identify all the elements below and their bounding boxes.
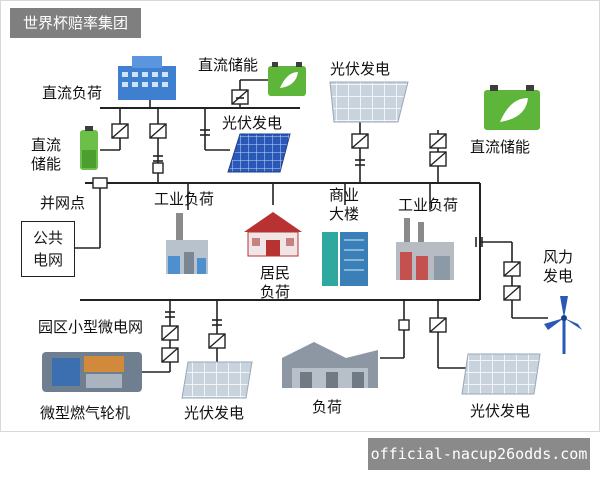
grid-point-breaker bbox=[92, 177, 108, 189]
converter-icon bbox=[503, 261, 521, 277]
switch-icon bbox=[200, 129, 210, 136]
converters bbox=[111, 89, 521, 363]
battery-icon bbox=[484, 85, 540, 130]
switch-icon bbox=[475, 237, 483, 247]
factory-icon bbox=[396, 218, 454, 280]
solar-panel-icon bbox=[329, 81, 409, 123]
breaker-box bbox=[398, 319, 410, 331]
wind-turbine-icon bbox=[544, 296, 582, 354]
label-public-grid-line1: 公共 bbox=[32, 229, 63, 247]
converter-icon bbox=[429, 151, 447, 167]
office-building-icon bbox=[118, 56, 176, 100]
battery-icon bbox=[268, 62, 306, 96]
label-dc-storage-left-line2: 储能 bbox=[30, 155, 61, 173]
solar-panel-icon bbox=[181, 361, 253, 399]
switches bbox=[153, 97, 483, 326]
label-microgrid: 园区小型微电网 bbox=[38, 318, 144, 336]
label-commercial: 商业 大楼 bbox=[318, 186, 370, 224]
label-dc-storage-left-line1: 直流 bbox=[30, 136, 61, 154]
label-dc-storage-left: 直流 储能 bbox=[26, 136, 66, 174]
label-wind-line2: 发电 bbox=[542, 267, 573, 285]
solar-panel-icon bbox=[227, 133, 291, 173]
label-dc-storage-right: 直流储能 bbox=[470, 138, 531, 156]
label-gas-turbine: 微型燃气轮机 bbox=[40, 404, 131, 422]
converter-icon bbox=[161, 325, 179, 341]
label-commercial-line1: 商业 bbox=[328, 186, 359, 204]
switch-icon bbox=[355, 159, 365, 166]
warehouse-icon bbox=[282, 342, 378, 388]
label-grid-point: 并网点 bbox=[40, 194, 86, 212]
label-residential: 居民 负荷 bbox=[250, 264, 300, 302]
converter-icon bbox=[208, 333, 226, 349]
factory-icon bbox=[166, 213, 208, 274]
label-pv-top2: 光伏发电 bbox=[330, 60, 391, 78]
label-industrial-load-1: 工业负荷 bbox=[154, 190, 215, 208]
switch-icon bbox=[153, 155, 163, 162]
solar-panel-icon bbox=[461, 353, 541, 395]
converter-icon bbox=[161, 347, 179, 363]
breaker-box bbox=[152, 162, 164, 174]
label-residential-line1: 居民 bbox=[259, 264, 290, 282]
battery-icon bbox=[80, 126, 98, 170]
converter-icon bbox=[231, 89, 249, 105]
converter-icon bbox=[429, 133, 447, 149]
converter-icon bbox=[351, 133, 369, 149]
label-wind-line1: 风力 bbox=[542, 248, 573, 266]
label-pv-bottom2: 光伏发电 bbox=[470, 402, 531, 420]
public-grid-box: 公共 电网 bbox=[21, 221, 75, 277]
converter-icon bbox=[149, 123, 167, 139]
microgrid-diagram bbox=[42, 56, 582, 399]
label-dc-load: 直流负荷 bbox=[42, 84, 103, 102]
switch-icon bbox=[212, 319, 222, 326]
label-wind: 风力 发电 bbox=[538, 248, 578, 286]
label-public-grid-line2: 电网 bbox=[32, 251, 63, 269]
converter-icon bbox=[429, 317, 447, 333]
gas-turbine-icon bbox=[42, 352, 142, 392]
converter-icon bbox=[503, 285, 521, 301]
label-pv-top1: 光伏发电 bbox=[222, 114, 283, 132]
label-commercial-line2: 大楼 bbox=[328, 205, 359, 223]
label-residential-line2: 负荷 bbox=[259, 283, 290, 301]
label-industrial-load-2: 工业负荷 bbox=[398, 196, 459, 214]
title-banner: 世界杯赔率集团 bbox=[10, 8, 141, 38]
commercial-tower-icon bbox=[322, 232, 368, 286]
label-load-bottom: 负荷 bbox=[312, 398, 343, 416]
house-icon bbox=[244, 212, 302, 257]
label-dc-storage-top: 直流储能 bbox=[198, 56, 259, 74]
switch-icon bbox=[165, 311, 175, 318]
watermark: official-nacup26odds.com bbox=[368, 438, 590, 470]
converter-icon bbox=[111, 123, 129, 139]
label-pv-bottom1: 光伏发电 bbox=[184, 404, 245, 422]
